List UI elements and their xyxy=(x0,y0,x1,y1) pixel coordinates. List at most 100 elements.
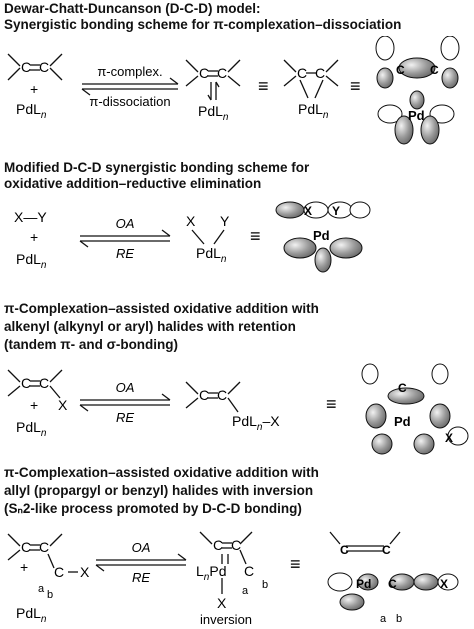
orbital-bonds xyxy=(329,531,401,552)
carbon-label: C xyxy=(39,539,49,555)
plus-sign: + xyxy=(20,559,28,575)
carbon-label: C xyxy=(398,381,407,395)
dcd-scheme-figure: C C + PdLn π-complex. π-dissociation C C… xyxy=(7,36,460,145)
palladium-label: Pd xyxy=(394,414,411,429)
arrow-label-reverse: RE xyxy=(132,570,150,585)
substituent-b: b xyxy=(47,589,53,601)
orbital-diagram xyxy=(275,201,371,273)
x-label: X xyxy=(217,595,227,611)
arrow-label-reverse: π-dissociation xyxy=(89,94,170,109)
x-label: X xyxy=(80,564,90,580)
carbon-label: C xyxy=(244,563,254,579)
allyl-oa-figure: C C C X + a b PdLn OA RE C C LnPd C a b … xyxy=(7,531,459,627)
section-3-title-line-3: (tandem π- and σ-bonding) xyxy=(4,337,179,352)
lnpd-label: LnPd xyxy=(196,563,226,583)
plus-sign: + xyxy=(30,397,38,413)
carbon-label: C xyxy=(388,577,397,591)
substituent-b: b xyxy=(396,613,402,625)
carbon-label: C xyxy=(231,537,241,553)
carbon-label: C xyxy=(199,387,209,403)
section-3-title-line-2: alkenyl (alkynyl or aryl) halides with r… xyxy=(4,319,296,334)
alkenyl-oa-figure: C C X + PdLn OA RE C C PdLn–X ≡ C Pd X xyxy=(7,363,469,455)
x-label: X xyxy=(304,204,312,218)
alkenyl-halide-structure xyxy=(7,369,63,399)
carbon-label: C xyxy=(396,63,405,77)
equivalence-sign: ≡ xyxy=(350,76,361,96)
x-label: X xyxy=(445,431,453,445)
section-2-title-line-2: oxidative addition–reductive elimination xyxy=(4,176,262,191)
palladium-label: Pd xyxy=(408,108,425,123)
xy-reagent: X—Y xyxy=(14,209,47,225)
equivalence-sign: ≡ xyxy=(250,226,261,246)
carbon-label: C xyxy=(217,387,227,403)
pdln-label: PdLn xyxy=(196,245,227,265)
pdln-label: PdLn xyxy=(198,103,229,123)
carbon-label: C xyxy=(430,63,439,77)
carbon-label: C xyxy=(21,375,31,391)
section-4-title-line-1: π-Complexation–assisted oxidative additi… xyxy=(4,465,319,480)
section-4-title-line-2: allyl (propargyl or benzyl) halides with… xyxy=(4,483,314,498)
oa-re-scheme-figure: X—Y + PdLn OA RE X Y PdLn ≡ X Y Pd xyxy=(14,201,371,273)
carbon-label: C xyxy=(54,564,64,580)
section-1-title-line-1: Dewar-Chatt-Duncanson (D-C-D) model: xyxy=(4,1,261,16)
x-label: X xyxy=(58,397,68,413)
equivalence-sign: ≡ xyxy=(326,394,337,414)
section-4-title-line-3: (Sₙ2-like process promoted by D-C-D bond… xyxy=(4,501,302,516)
plus-sign: + xyxy=(30,81,38,97)
x-label: X xyxy=(440,577,448,591)
arrow-label-forward: π-complex. xyxy=(97,64,162,79)
carbon-label: C xyxy=(39,375,49,391)
x-label: X xyxy=(186,213,196,229)
arrow-label-forward: OA xyxy=(116,216,135,231)
carbon-label: C xyxy=(315,65,325,81)
palladium-label: Pd xyxy=(356,577,371,591)
substituent-a: a xyxy=(242,585,249,597)
carbon-label: C xyxy=(297,65,307,81)
substituent-a: a xyxy=(380,613,387,625)
equilibrium-arrow xyxy=(95,553,187,572)
pdln-label: PdLn xyxy=(16,419,47,439)
section-1-title-line-2: Synergistic bonding scheme for π-complex… xyxy=(4,17,402,32)
allyl-halide-structure xyxy=(7,533,78,573)
arrow-label-forward: OA xyxy=(132,540,151,555)
alkene-structure xyxy=(7,53,63,81)
inversion-caption: inversion xyxy=(200,612,252,627)
pi-complex-structure xyxy=(185,59,241,101)
carbon-label: C xyxy=(217,65,227,81)
metallacycle-structure xyxy=(283,59,339,99)
pdln-label: PdLn xyxy=(16,605,47,625)
palladium-label: Pd xyxy=(313,228,330,243)
carbon-label: C xyxy=(213,537,223,553)
carbon-label: C xyxy=(340,543,349,557)
pdln-label: PdLn xyxy=(16,101,47,121)
equilibrium-arrow xyxy=(79,393,171,412)
orbital-diagram xyxy=(327,572,459,611)
equivalence-sign: ≡ xyxy=(290,554,301,574)
y-label: Y xyxy=(220,213,230,229)
orbital-diagram xyxy=(375,36,460,145)
arrow-label-reverse: RE xyxy=(116,410,134,425)
substituent-a: a xyxy=(38,583,45,595)
bond-lines xyxy=(191,229,225,245)
carbon-label: C xyxy=(39,59,49,75)
carbon-label: C xyxy=(382,543,391,557)
y-label: Y xyxy=(332,204,340,218)
pdln-x-label: PdLn–X xyxy=(232,413,280,433)
pi-allyl-pd-structure xyxy=(199,531,253,594)
pdln-label: PdLn xyxy=(298,101,329,121)
section-3-title-line-1: π-Complexation–assisted oxidative additi… xyxy=(4,301,319,316)
equilibrium-arrow xyxy=(81,77,179,96)
vinyl-pd-structure xyxy=(185,381,241,413)
substituent-b: b xyxy=(262,579,268,591)
carbon-label: C xyxy=(21,539,31,555)
equilibrium-arrow xyxy=(79,229,171,248)
arrow-label-forward: OA xyxy=(116,380,135,395)
equivalence-sign: ≡ xyxy=(258,76,269,96)
plus-sign: + xyxy=(30,229,38,245)
carbon-label: C xyxy=(21,59,31,75)
pdln-label: PdLn xyxy=(16,251,47,271)
section-2-title-line-1: Modified D-C-D synergistic bonding schem… xyxy=(4,160,310,175)
arrow-label-reverse: RE xyxy=(116,246,134,261)
orbital-diagram xyxy=(361,363,469,455)
carbon-label: C xyxy=(199,65,209,81)
